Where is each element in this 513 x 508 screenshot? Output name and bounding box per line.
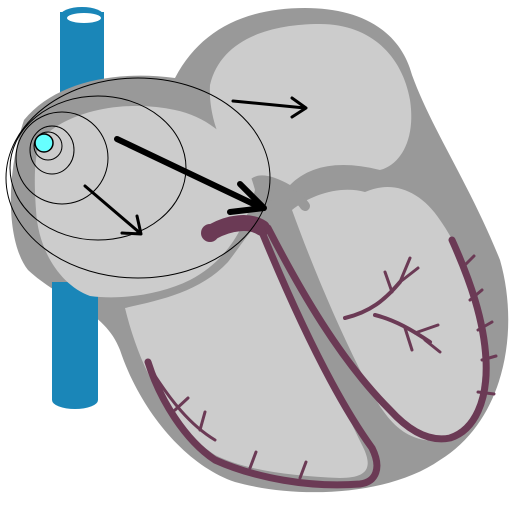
sinoatrial-node-icon: [35, 134, 53, 152]
purkinje-fiber: [478, 392, 494, 394]
atrioventricular-node-icon: [201, 224, 219, 242]
inferior-vena-cava: [52, 282, 98, 409]
